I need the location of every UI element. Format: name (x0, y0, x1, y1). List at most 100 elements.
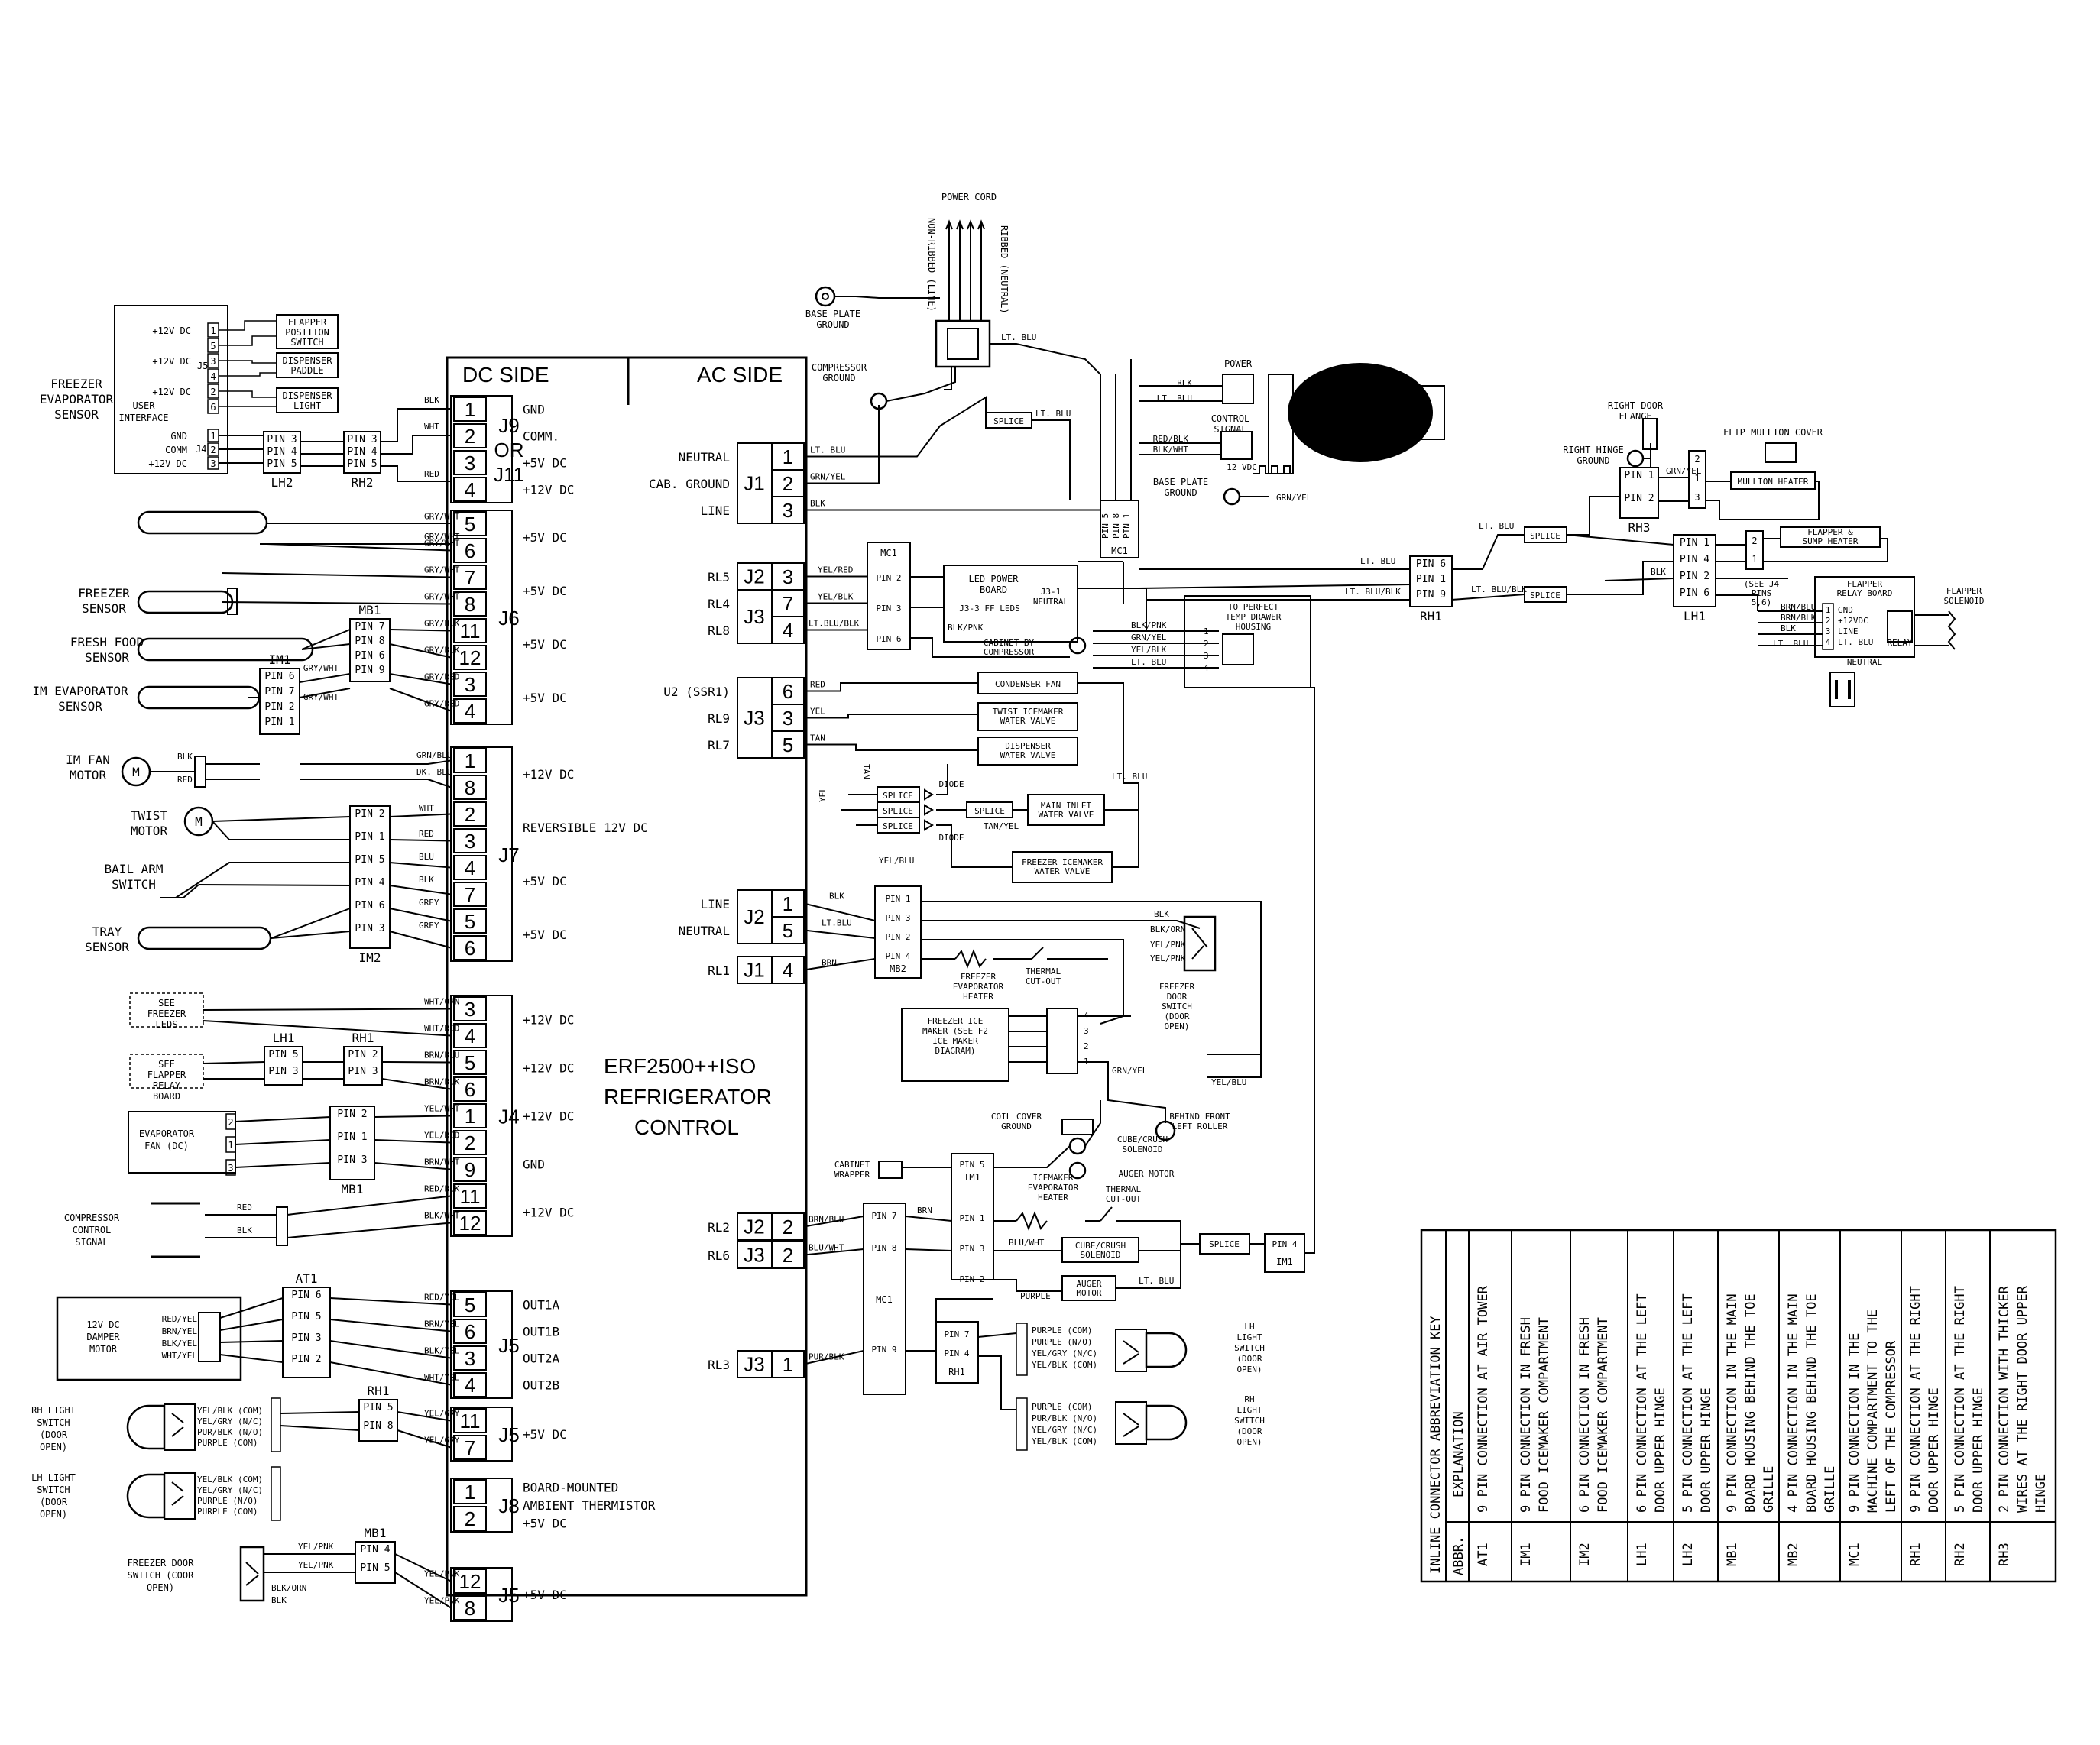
wire-color: GRY/WHT (424, 532, 460, 542)
dc-pin-box (453, 882, 487, 907)
compressor-body (1288, 363, 1433, 462)
dc-pin-number: 8 (465, 1597, 475, 1620)
dc-header-label: GND (523, 403, 545, 417)
im1-box (951, 1153, 994, 1280)
component-label: RH LIGHT (31, 1405, 76, 1416)
wire-color: BLK/WHT (424, 1211, 460, 1221)
wire-color: YEL (810, 707, 825, 717)
dc-pin-number: 4 (465, 1025, 475, 1047)
ui-pin-num: 2 (210, 387, 216, 397)
mc1-label: MC1 (1111, 546, 1128, 556)
ac-pin-number: 2 (783, 1244, 793, 1267)
rh-switch-housing (164, 1403, 196, 1451)
flapper-solenoid-label: FLAPPER (1946, 586, 1982, 596)
wire (219, 1297, 284, 1319)
mullion-connector (1688, 450, 1706, 509)
wire (1567, 496, 1620, 536)
wire (1032, 419, 1071, 500)
wire (221, 601, 452, 605)
wire-color: BLK (237, 1225, 252, 1235)
wire (1104, 782, 1139, 811)
main-inlet-label: MAIN INLET (1041, 801, 1092, 811)
flapper-sump-connector (1745, 530, 1764, 570)
key-explanation: MACHINE COMPARTMENT TO THE (1865, 1310, 1881, 1513)
connector-name: MB1 (365, 1526, 387, 1540)
auger-motor-icon (1068, 1161, 1087, 1180)
wire (300, 779, 452, 788)
wire-color: PUR/BLK (809, 1352, 844, 1362)
mullion-heater-label: MULLION HEATER (1738, 477, 1809, 487)
wire (803, 1216, 864, 1228)
wire-color: RED (237, 1203, 252, 1212)
inline-connector (343, 1046, 383, 1086)
ac-pin-number: 4 (783, 619, 793, 642)
component-label: 12V DC (86, 1319, 119, 1330)
dc-header-label: +12V DC (523, 1013, 574, 1028)
ui-switch-box (276, 387, 339, 413)
wire-color: PUR/BLK (N/O) (1032, 1413, 1097, 1423)
wire-color: YEL/BLK (1131, 645, 1167, 655)
wire-color: RED/YEL (424, 1293, 460, 1303)
wire-color: RED/YEL (162, 1314, 198, 1324)
component-label: CABINET BY (984, 638, 1035, 648)
right-door-flange-label: RIGHT DOOR (1608, 400, 1664, 411)
wire (221, 572, 452, 578)
dc-pin-number: 11 (460, 1410, 481, 1433)
control-board (446, 356, 808, 1597)
ac-header-label: RL6 (708, 1248, 730, 1263)
relay-pin-label: LT. BLU (1838, 637, 1873, 647)
coil-cover-label: GROUND (1001, 1122, 1032, 1131)
mc1-box (867, 542, 911, 650)
dc-pin-number: 7 (465, 883, 475, 906)
dc-pin-number: 6 (465, 1320, 475, 1343)
im-evap-heater-label: HEATER (1038, 1193, 1068, 1203)
diode-symbol (924, 788, 934, 801)
ac-header-label: RL2 (708, 1220, 730, 1235)
component-label: SWITCH (37, 1484, 70, 1495)
key-explanation: DOOR UPPER HINGE (1927, 1387, 1942, 1513)
wire (171, 1426, 184, 1437)
key-explanation: 5 PIN CONNECTION AT THE RIGHT (1953, 1286, 1968, 1513)
dc-pin-box (453, 996, 487, 1021)
wire-color: BLK (810, 499, 825, 509)
wire (389, 629, 452, 632)
wire (397, 1411, 452, 1422)
dc-pin-box (453, 1595, 487, 1620)
rh-light-switch-label: RH (1244, 1394, 1254, 1404)
wire (804, 405, 880, 484)
wire-color: RED/BLK (424, 1184, 460, 1194)
dc-pin-number: 4 (465, 478, 475, 501)
dc-pin-box (453, 1183, 487, 1209)
wire-color: WHT/RED (424, 1024, 459, 1034)
dc-header-label: +12V DC (523, 1206, 574, 1220)
inline-connector (329, 1106, 375, 1180)
wire-color: BLK/WHT (1153, 445, 1189, 455)
wire (1138, 584, 1411, 589)
wire (374, 1115, 452, 1118)
mc1-lower-pin: PIN 9 (871, 1345, 896, 1355)
dc-header-label: +5V DC (523, 1427, 567, 1442)
compressor-terminal-block (1268, 374, 1294, 474)
dc-pin-box (453, 477, 487, 502)
wire (300, 759, 452, 765)
control-connector (1220, 431, 1253, 460)
wire (219, 1319, 284, 1331)
wire (287, 1222, 452, 1238)
wire (803, 902, 876, 921)
twist-valve-label: TWIST ICEMAKER (993, 707, 1064, 717)
component-label: FLAPPER (147, 1070, 186, 1080)
key-explanation: 5 PIN CONNECTION AT THE LEFT (1680, 1293, 1696, 1513)
wire (1123, 1353, 1139, 1365)
component-label: SEE (158, 1059, 175, 1070)
dc-pin-number: 6 (465, 937, 475, 960)
connector-pin: PIN 4 (1680, 554, 1709, 565)
connector-name: RH3 (1628, 520, 1651, 535)
mb2-pin: PIN 2 (885, 932, 910, 942)
pin-num: 1 (1826, 605, 1831, 615)
flip-mullion-cover (1765, 442, 1797, 463)
wire (280, 1425, 360, 1431)
ac-header-name-box (737, 956, 773, 984)
dc-pin-number: 2 (465, 425, 475, 448)
wire-color: BRN/YEL (162, 1326, 198, 1336)
dc-pin-box (453, 672, 487, 697)
